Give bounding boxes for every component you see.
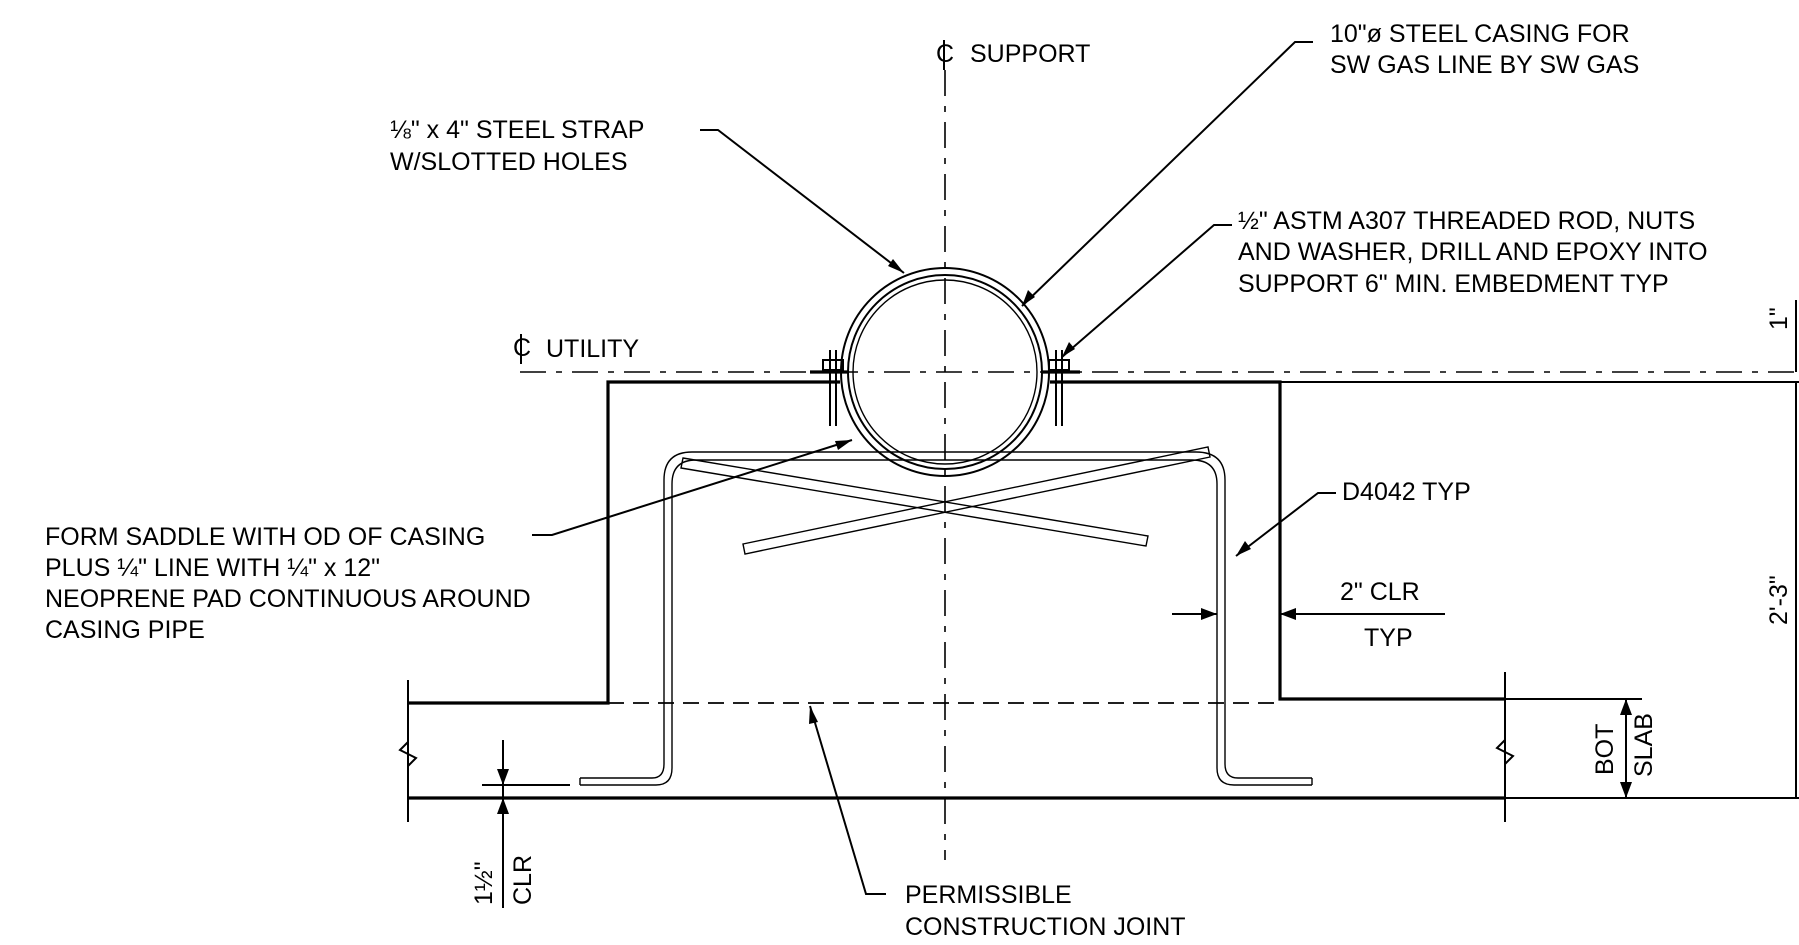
bottom-clear-dimension xyxy=(482,740,570,908)
bot-slab-arrow-top xyxy=(1620,699,1632,715)
clr-arrow-down xyxy=(497,769,509,785)
leader-rebar-arrow xyxy=(1236,541,1251,556)
clear-cover-label: 2" CLR xyxy=(1340,578,1420,606)
clear-cover-typ-label: TYP xyxy=(1364,624,1413,652)
cl-utility-label: UTILITY xyxy=(546,335,639,363)
leader-strap-arrow xyxy=(888,259,904,273)
leader-casing xyxy=(1021,41,1313,307)
rod-label-line2: AND WASHER, DRILL AND EPOXY INTO xyxy=(1238,238,1708,266)
pedestal-outline xyxy=(408,380,840,705)
joint-label-line2: CONSTRUCTION JOINT xyxy=(905,913,1186,941)
leader-joint-arrow xyxy=(809,706,818,724)
rod-label-line1: ½" ASTM A307 THREADED ROD, NUTS xyxy=(1238,207,1695,235)
strap-label-line1: ⅛" x 4" STEEL STRAP xyxy=(390,116,644,144)
cl-support-label: SUPPORT xyxy=(970,40,1090,68)
saddle-label-line3: NEOPRENE PAD CONTINUOUS AROUND xyxy=(45,585,531,613)
bot-label: BOT xyxy=(1591,724,1619,775)
casing-pipe-assembly xyxy=(810,267,1080,477)
centerlines xyxy=(520,70,1799,860)
centerline-symbol-support: C xyxy=(936,40,954,70)
rebar-diagonal-2 xyxy=(742,446,1211,555)
bot-slab-arrow-bottom xyxy=(1620,782,1632,798)
clr-arrow-up xyxy=(497,798,509,814)
clear-cover-dimension xyxy=(1172,608,1445,620)
concrete-support xyxy=(398,380,1515,822)
slab-break-left-mark xyxy=(398,741,418,767)
slab-break-right-mark xyxy=(1495,739,1515,765)
strap-label-line2: W/SLOTTED HOLES xyxy=(390,148,628,176)
steel-strap xyxy=(852,279,1038,465)
leader-casing-arrow xyxy=(1022,290,1035,306)
rebar-left-inner xyxy=(580,459,1312,786)
cl-symbol-c: C xyxy=(936,40,954,68)
leader-strap xyxy=(700,129,905,274)
casing-label-line2: SW GAS LINE BY SW GAS xyxy=(1330,51,1639,79)
bottom-clear-label: CLR xyxy=(509,855,537,905)
saddle-label-line2: PLUS ¼" LINE WITH ¼" x 12" xyxy=(45,554,380,582)
saddle-label-line4: CASING PIPE xyxy=(45,616,205,644)
bottom-clear-value-label: 1½" xyxy=(470,861,498,905)
dim-1in-label: 1" xyxy=(1765,307,1793,330)
casing-label-line1: 10"ø STEEL CASING FOR xyxy=(1330,20,1630,48)
pedestal-outline-right xyxy=(1050,380,1505,701)
leader-rod xyxy=(1061,224,1232,358)
leader-saddle xyxy=(532,439,853,536)
rebar-diagonal-1 xyxy=(680,457,1149,547)
nut-right xyxy=(1048,359,1070,371)
saddle-label-line1: FORM SADDLE WITH OD OF CASING xyxy=(45,523,485,551)
cl-symbol-c-utility: C xyxy=(513,334,531,362)
rebar-label: D4042 TYP xyxy=(1342,478,1471,506)
centerline-symbol-utility: C xyxy=(513,334,531,364)
slab-label: SLAB xyxy=(1630,713,1658,777)
dim-height-label: 2'-3" xyxy=(1765,575,1793,625)
leader-joint xyxy=(809,705,886,895)
rebar-d4042 xyxy=(579,446,1313,786)
leader-rod-arrow xyxy=(1062,342,1075,357)
rod-label-line3: SUPPORT 6" MIN. EMBEDMENT TYP xyxy=(1238,270,1669,298)
joint-label-line1: PERMISSIBLE xyxy=(905,881,1072,909)
rebar-left-outer xyxy=(580,451,1312,779)
leader-saddle-arrow xyxy=(835,440,852,450)
clr-arrow-right xyxy=(1280,608,1296,620)
nut-left xyxy=(822,359,844,371)
clr-arrow-left xyxy=(1201,608,1217,620)
leaders xyxy=(532,41,1336,895)
height-dimensions xyxy=(1280,300,1799,799)
leader-rebar xyxy=(1235,492,1336,557)
